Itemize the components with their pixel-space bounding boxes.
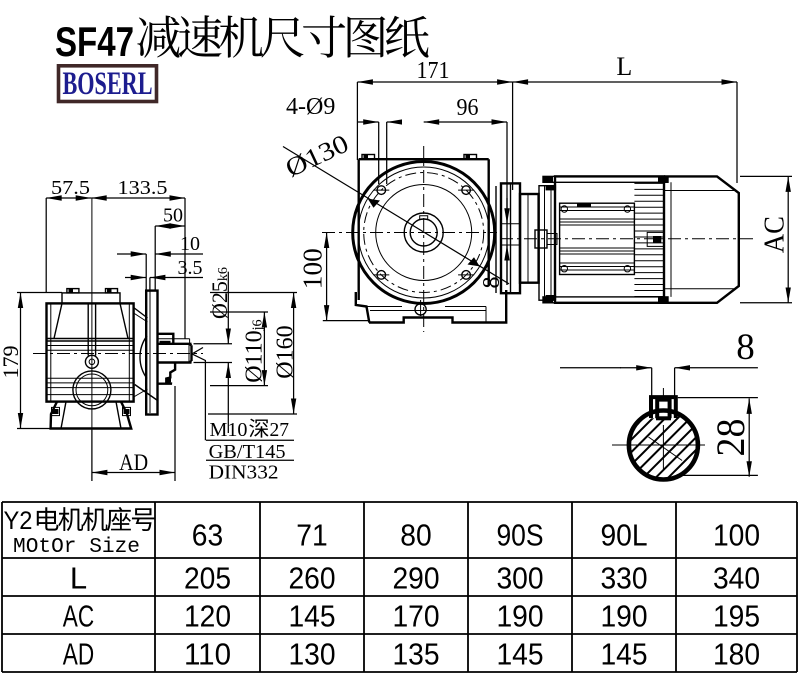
svg-text:100: 100: [298, 248, 328, 289]
svg-text:AC: AC: [760, 216, 791, 253]
svg-text:170: 170: [392, 599, 439, 634]
svg-text:330: 330: [600, 561, 647, 596]
svg-text:145: 145: [496, 637, 543, 672]
svg-text:AD: AD: [63, 637, 94, 672]
svg-text:120: 120: [184, 599, 231, 634]
svg-text:8: 8: [479, 277, 505, 289]
svg-text:10: 10: [180, 233, 200, 255]
svg-text:M10: M10: [210, 419, 248, 441]
svg-text:100: 100: [713, 518, 760, 553]
svg-text:133.5: 133.5: [118, 177, 168, 199]
svg-text:AD: AD: [119, 450, 148, 475]
svg-text:135: 135: [392, 637, 439, 672]
svg-text:130: 130: [288, 637, 335, 672]
svg-text:57.5: 57.5: [51, 177, 90, 199]
svg-text:28: 28: [708, 419, 753, 457]
svg-text:71: 71: [296, 518, 327, 553]
svg-text:179: 179: [0, 346, 23, 379]
svg-text:171: 171: [417, 58, 450, 84]
svg-text:BOSERL: BOSERL: [63, 66, 153, 102]
svg-text:300: 300: [496, 561, 543, 596]
svg-text:Y2: Y2: [4, 507, 33, 535]
svg-text:DIN332: DIN332: [209, 462, 279, 484]
svg-text:L: L: [70, 561, 87, 596]
svg-text:340: 340: [713, 561, 760, 596]
svg-text:50: 50: [163, 205, 183, 227]
svg-text:195: 195: [713, 599, 760, 634]
svg-text:260: 260: [288, 561, 335, 596]
svg-text:145: 145: [600, 637, 647, 672]
svg-text:80: 80: [400, 518, 431, 553]
svg-text:SF47: SF47: [55, 18, 134, 65]
svg-text:96: 96: [457, 95, 479, 121]
svg-text:90L: 90L: [600, 518, 647, 553]
svg-text:190: 190: [600, 599, 647, 634]
svg-text:145: 145: [288, 599, 335, 634]
svg-text:GB/T145: GB/T145: [209, 441, 286, 463]
svg-text:110: 110: [184, 637, 231, 672]
svg-text:8: 8: [736, 327, 755, 368]
svg-text:27: 27: [270, 419, 290, 441]
svg-text:L: L: [616, 52, 632, 81]
svg-text:4-Ø9: 4-Ø9: [286, 94, 335, 120]
svg-text:MOtOr Size: MOtOr Size: [13, 536, 140, 559]
svg-text:3.5: 3.5: [178, 257, 203, 279]
svg-text:63: 63: [192, 518, 223, 553]
svg-text:Ø160: Ø160: [273, 325, 299, 378]
svg-text:90S: 90S: [496, 518, 543, 553]
svg-text:290: 290: [392, 561, 439, 596]
svg-text:AC: AC: [63, 599, 94, 634]
svg-text:205: 205: [184, 561, 231, 596]
svg-text:190: 190: [496, 599, 543, 634]
svg-text:180: 180: [713, 637, 760, 672]
